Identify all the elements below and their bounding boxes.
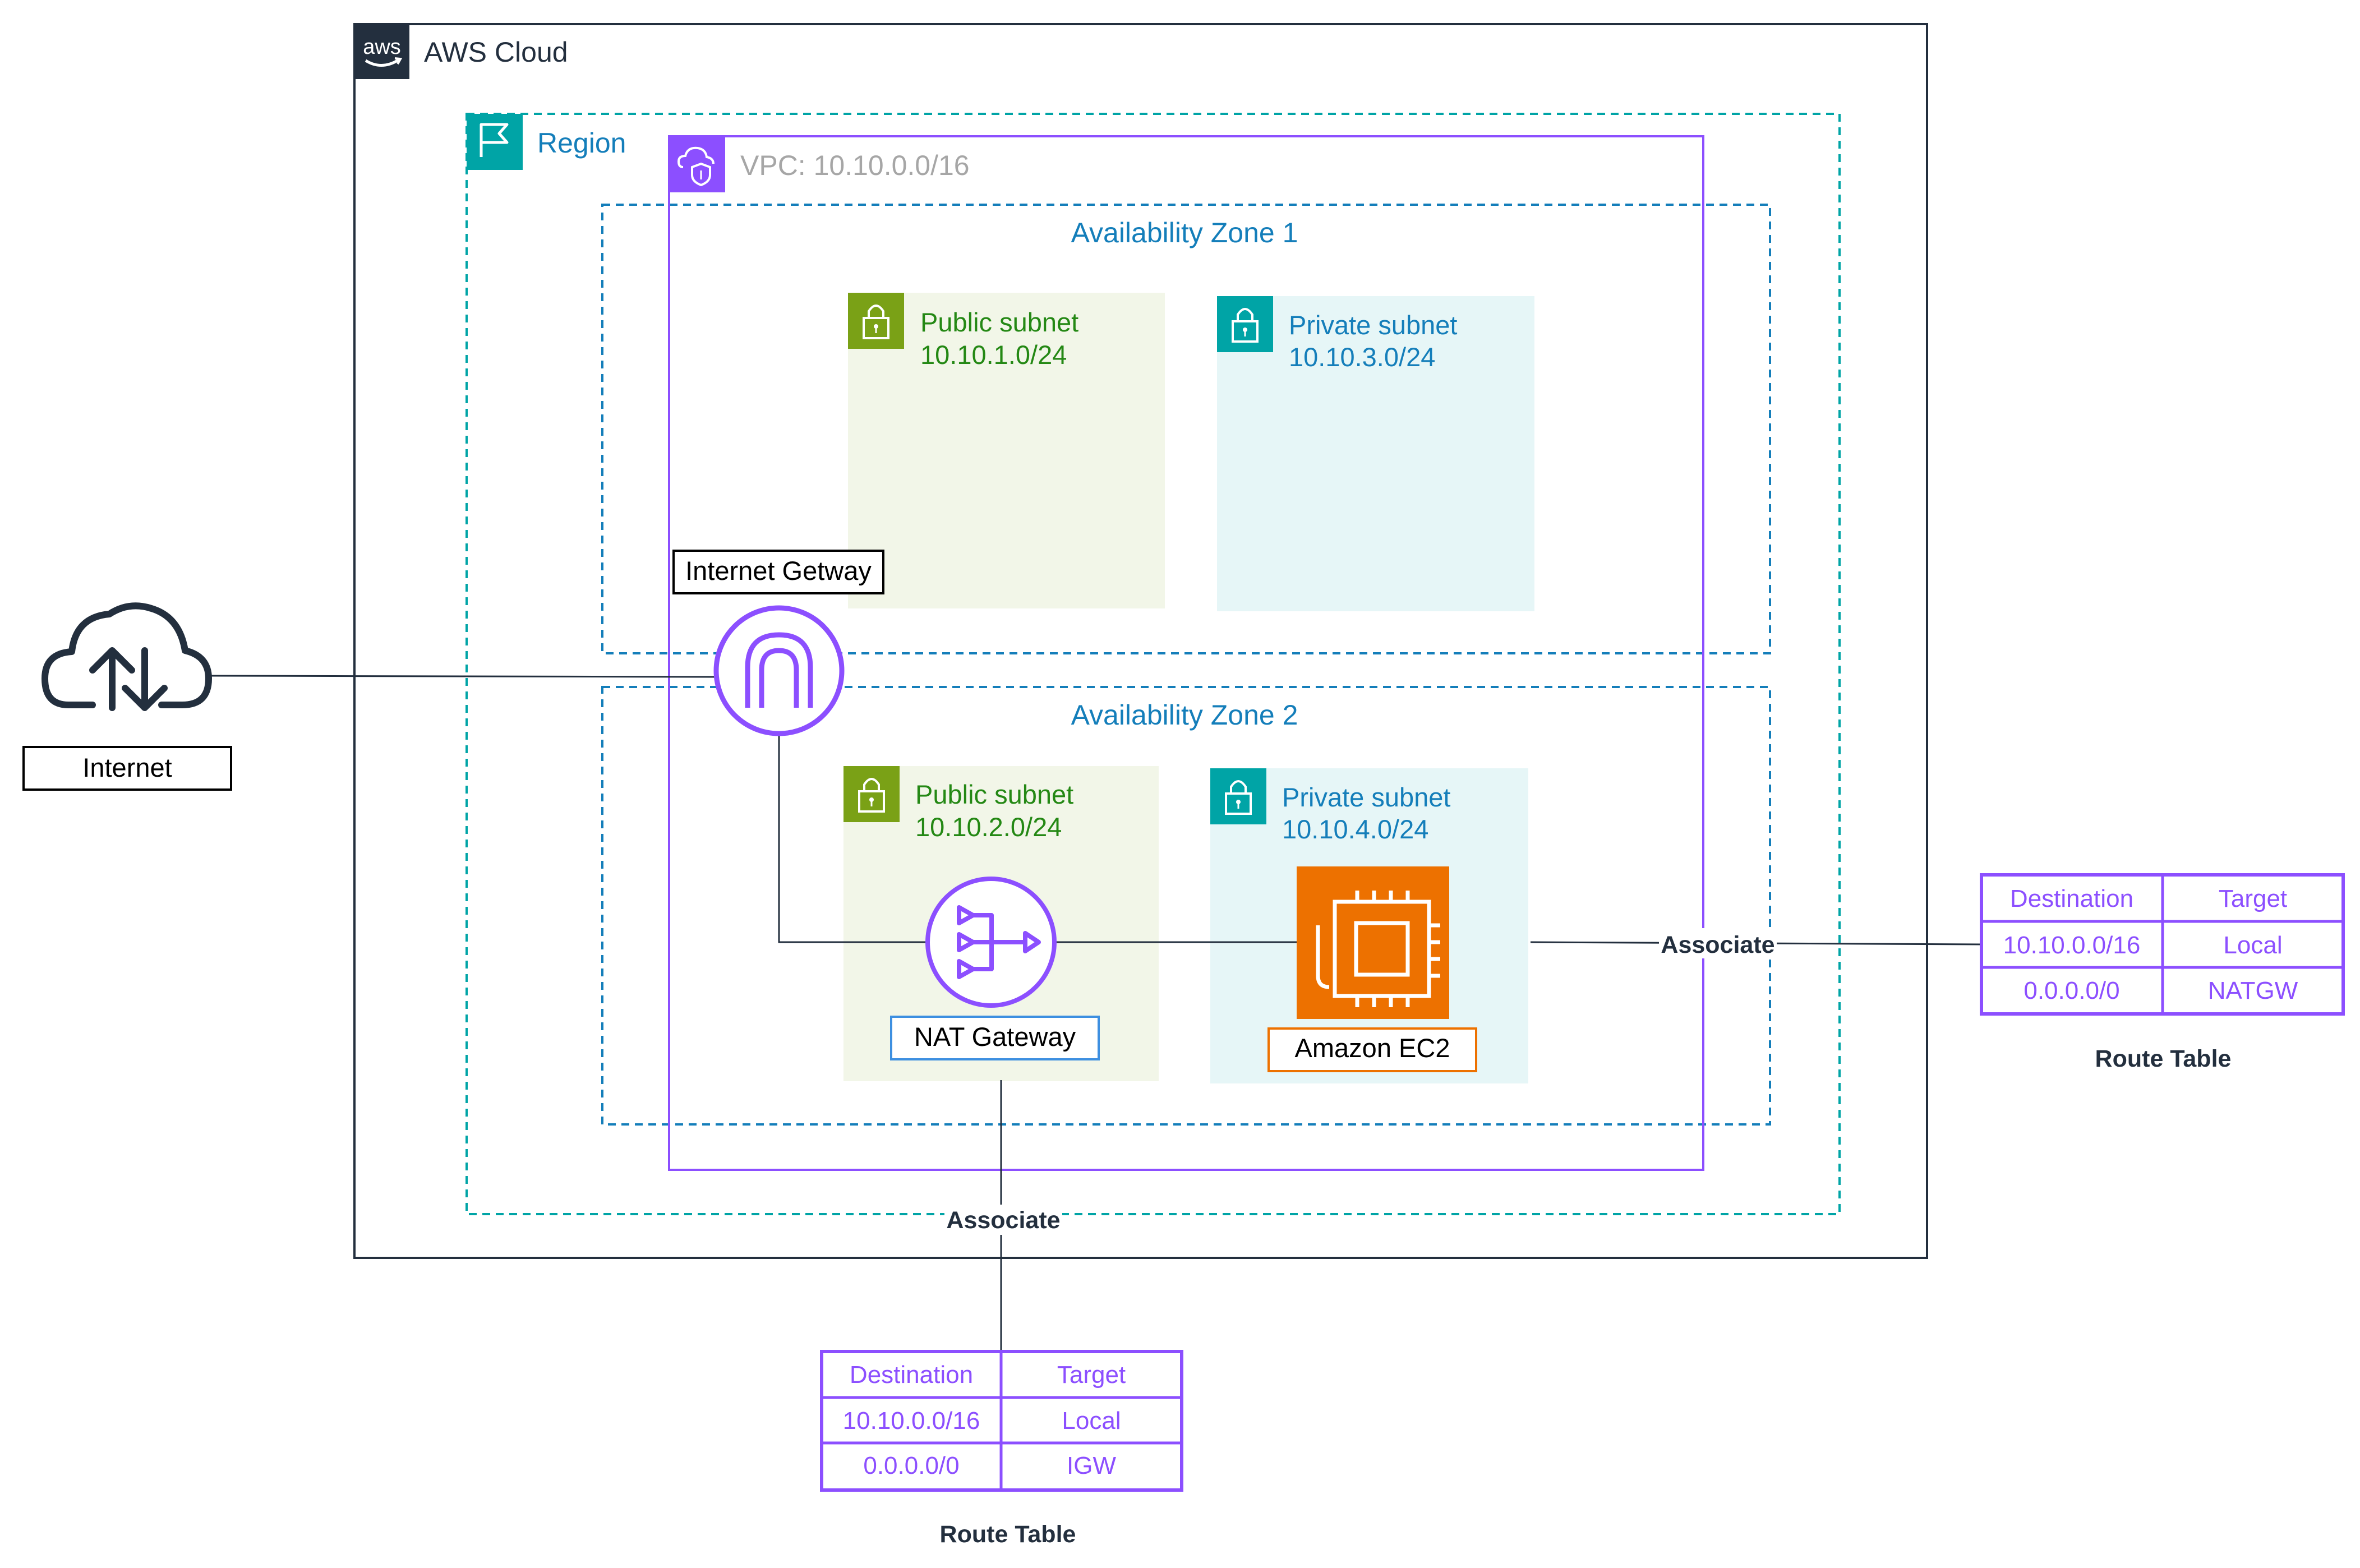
subnet-cidr: 10.10.1.0/24	[920, 340, 1067, 370]
nat-gateway-label: NAT Gateway	[914, 1022, 1076, 1052]
nat-gateway-icon	[925, 877, 1057, 1008]
ec2-label: Amazon EC2	[1295, 1033, 1450, 1063]
subnet-az1-public: Public subnet 10.10.1.0/24	[848, 293, 1165, 608]
region-group: Region	[465, 113, 1841, 1215]
route-table-caption: Route Table	[2095, 1045, 2232, 1072]
rt-cell: 10.10.0.0/16	[2003, 931, 2141, 959]
internet-node[interactable]: Internet	[22, 602, 232, 791]
region-label: Region	[537, 127, 626, 159]
rt-header-destination: Destination	[2010, 885, 2133, 912]
lock-icon	[1210, 768, 1266, 824]
availability-zone-1: Availability Zone 1	[601, 204, 1771, 654]
associate-label: Associate	[1661, 931, 1774, 958]
aws-cloud-label: AWS Cloud	[424, 36, 568, 68]
ec2-chip-icon	[1316, 891, 1440, 1007]
aws-logo-text: aws	[363, 35, 401, 59]
ec2-node[interactable]: Amazon EC2	[1267, 866, 1477, 1072]
rt-header-target: Target	[2219, 885, 2287, 912]
nat-gateway-node[interactable]: NAT Gateway	[890, 877, 1100, 1060]
rt-cell: 0.0.0.0/0	[2023, 977, 2119, 1004]
subnet-cidr: 10.10.3.0/24	[1289, 342, 1435, 372]
subnet-name: Private subnet	[1289, 310, 1457, 340]
az2-label: Availability Zone 2	[1071, 699, 1298, 731]
edge-internet-to-igw	[208, 675, 715, 678]
subnet-cidr: 10.10.2.0/24	[915, 812, 1062, 842]
route-table-public: Destination Target 10.10.0.0/16 Local 0.…	[820, 1350, 1183, 1548]
region-flag-icon	[467, 114, 523, 170]
edge-label-public-associate: Associate	[944, 1205, 1062, 1235]
rt-cell: IGW	[1067, 1452, 1116, 1479]
route-table-private: Destination Target 10.10.0.0/16 Local 0.…	[1980, 873, 2345, 1072]
edge-igw-to-nat	[778, 735, 927, 943]
availability-zone-2: Availability Zone 2	[601, 686, 1771, 1126]
vpc-group: VPC: 10.10.0.0/16	[668, 135, 1704, 1171]
rt-cell: Local	[1062, 1407, 1121, 1435]
vpc-cloud-shield-icon	[669, 136, 725, 192]
rt-cell: Local	[2223, 931, 2282, 959]
edge-label-private-associate: Associate	[1659, 928, 1777, 958]
lock-icon	[1217, 296, 1273, 352]
rt-header-target: Target	[1057, 1361, 1126, 1389]
lock-icon	[843, 766, 900, 822]
associate-label: Associate	[946, 1207, 1060, 1234]
subnet-name: Public subnet	[915, 780, 1073, 809]
rt-header-destination: Destination	[850, 1361, 973, 1389]
lock-icon	[848, 293, 904, 349]
subnet-name: Public subnet	[920, 307, 1078, 337]
rt-cell: 0.0.0.0/0	[863, 1452, 959, 1479]
rt-cell: 10.10.0.0/16	[843, 1407, 980, 1435]
internet-gateway-icon	[713, 605, 845, 736]
internet-cloud-icon	[42, 602, 212, 711]
route-table-caption: Route Table	[940, 1521, 1076, 1548]
subnet-name: Private subnet	[1282, 782, 1450, 812]
subnet-az1-private: Private subnet 10.10.3.0/24	[1217, 296, 1534, 611]
igw-label: Internet Getway	[685, 556, 872, 585]
subnet-cidr: 10.10.4.0/24	[1282, 814, 1428, 844]
rt-cell: NATGW	[2208, 977, 2298, 1004]
vpc-label: VPC: 10.10.0.0/16	[740, 150, 970, 181]
internet-gateway-node[interactable]: Internet Getway	[672, 550, 884, 736]
internet-label: Internet	[82, 753, 172, 782]
az1-label: Availability Zone 1	[1071, 217, 1298, 248]
aws-logo-icon: aws	[354, 24, 409, 79]
aws-cloud-group: aws AWS Cloud	[353, 23, 1928, 1259]
